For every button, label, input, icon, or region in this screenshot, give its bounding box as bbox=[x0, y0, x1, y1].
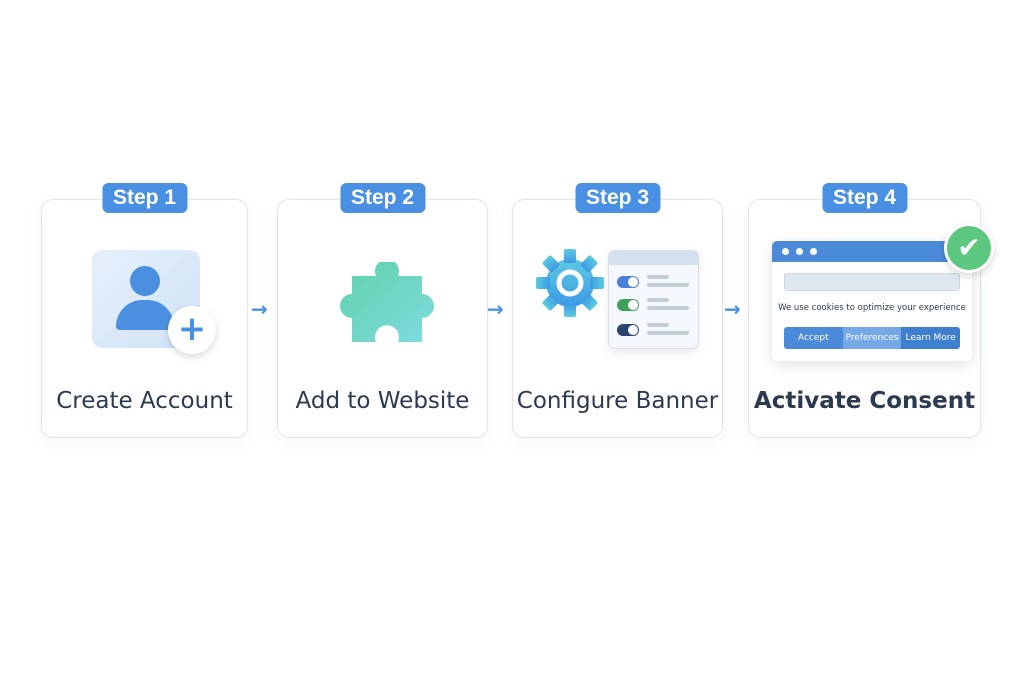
toggle[interactable] bbox=[617, 324, 639, 336]
step-badge: Step 3 bbox=[574, 183, 661, 213]
puzzle-icon bbox=[340, 262, 434, 342]
cookie-message: We use cookies to optimize your experien… bbox=[778, 303, 966, 313]
cookie-banner-window: We use cookies to optimize your experien… bbox=[772, 241, 972, 361]
step-badge: Step 4 bbox=[821, 183, 908, 213]
preferences-button[interactable]: Preferences bbox=[842, 327, 902, 349]
step-1-card: Step 1 + Create Account bbox=[41, 183, 248, 438]
step-4-card: Step 4 We use cookies to optimize your e… bbox=[748, 183, 994, 438]
step-2-card: Step 2 Add to Website bbox=[277, 183, 488, 438]
arrow-icon: → bbox=[487, 297, 504, 321]
step-title: Create Account bbox=[56, 388, 233, 414]
settings-panel bbox=[608, 250, 699, 349]
user-add-icon: + bbox=[92, 250, 216, 354]
step-title: Activate Consent bbox=[753, 388, 976, 414]
arrow-icon: → bbox=[724, 297, 741, 321]
arrow-icon: → bbox=[251, 297, 268, 321]
learn-more-button[interactable]: Learn More bbox=[901, 327, 960, 349]
toggle[interactable] bbox=[617, 276, 639, 288]
step-badge: Step 2 bbox=[339, 183, 426, 213]
step-title: Add to Website bbox=[295, 388, 470, 414]
toggle[interactable] bbox=[617, 299, 639, 311]
step-3-card: Step 3 Configure Banner bbox=[512, 183, 723, 438]
accept-button[interactable]: Accept bbox=[784, 327, 843, 349]
step-title: Configure Banner bbox=[516, 388, 719, 414]
check-icon: ✔ bbox=[944, 223, 994, 273]
gear-icon bbox=[536, 249, 604, 317]
step-badge: Step 1 bbox=[101, 183, 188, 213]
